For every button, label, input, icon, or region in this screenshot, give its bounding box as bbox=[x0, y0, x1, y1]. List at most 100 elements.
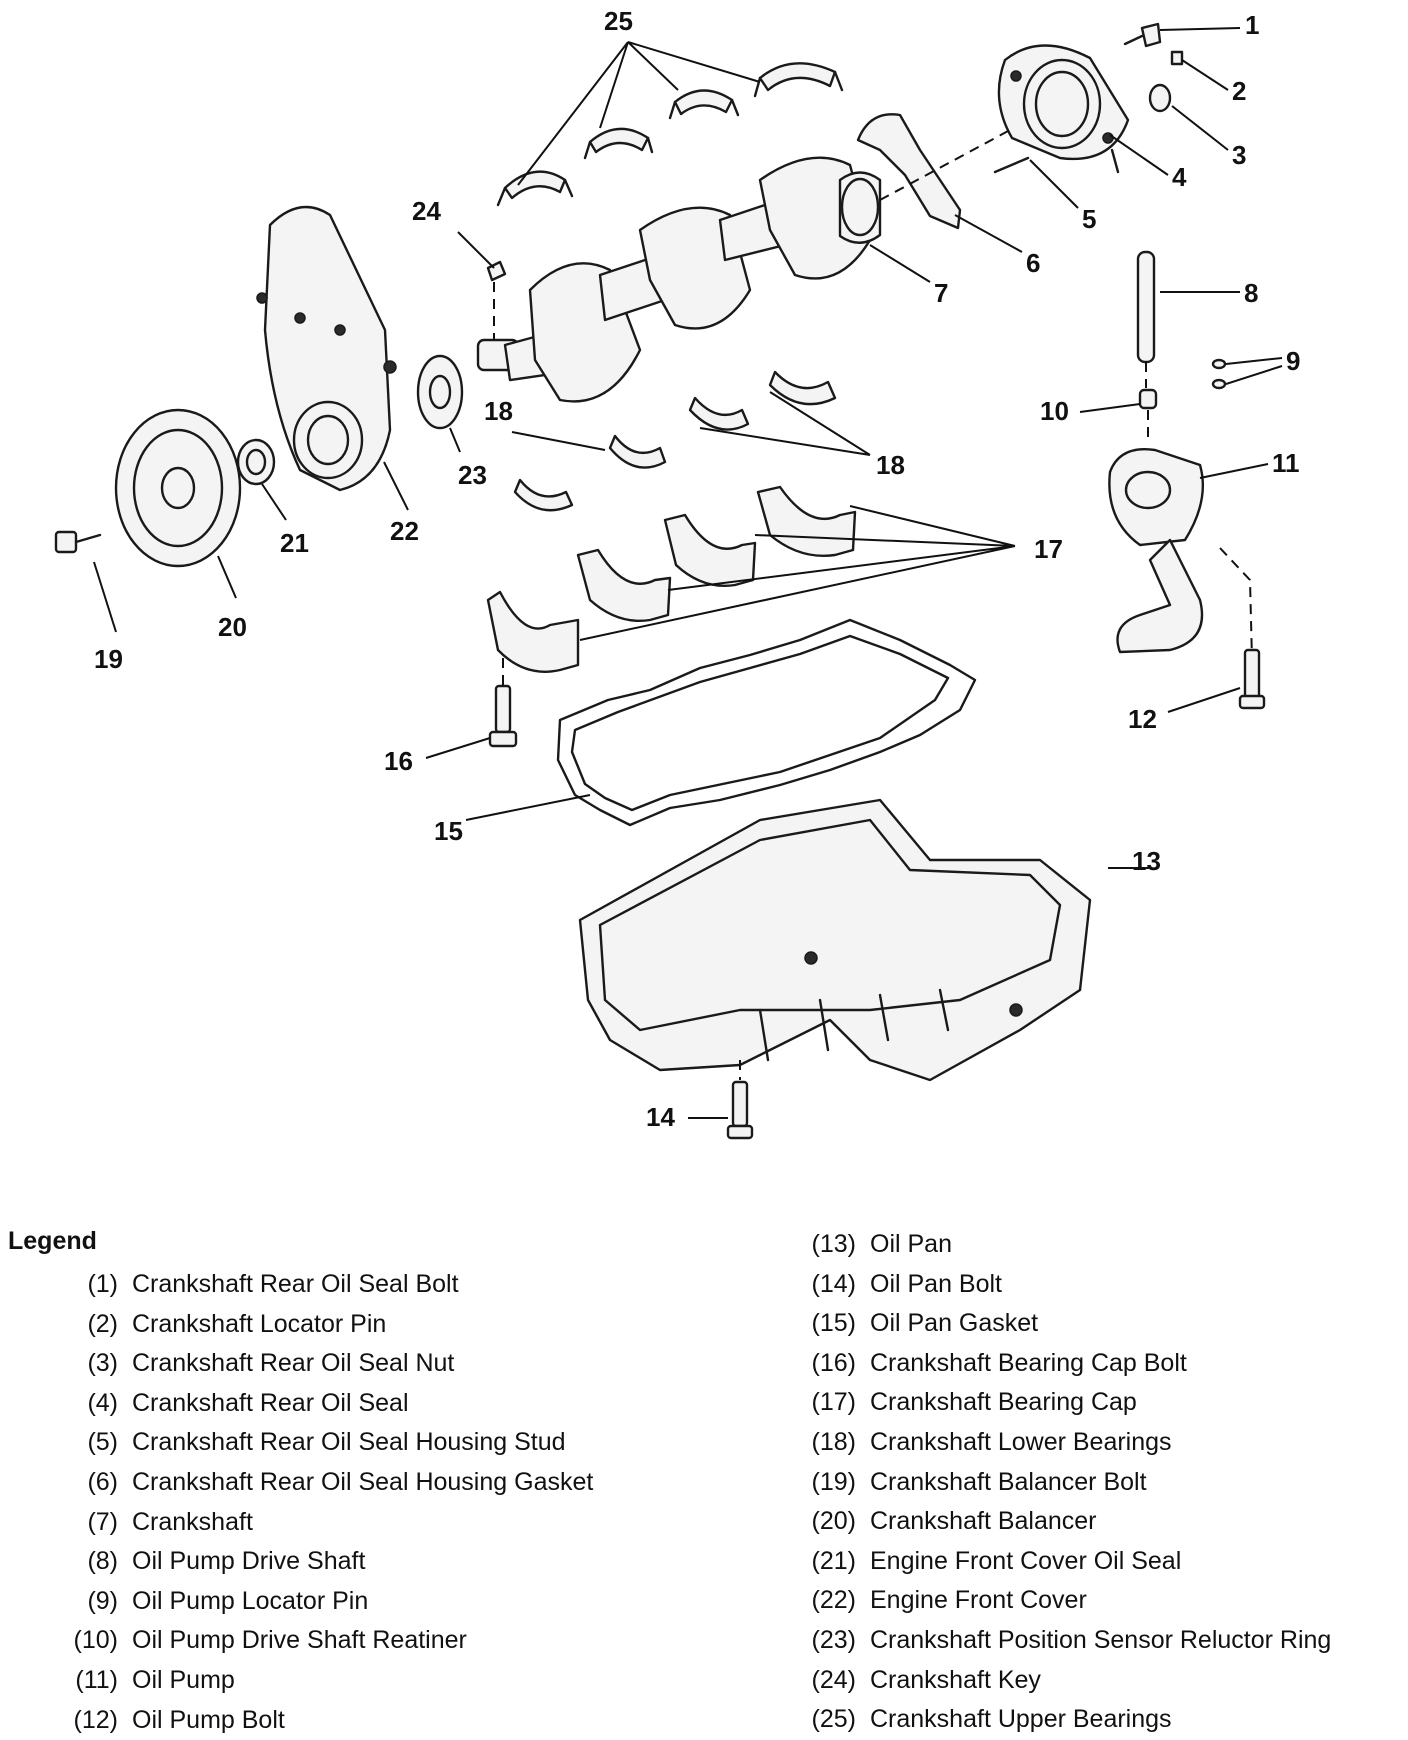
callout-17: 17 bbox=[1034, 534, 1063, 564]
legend-item-number: (3) bbox=[87, 1349, 118, 1378]
oil-pump-bolt bbox=[1238, 648, 1266, 710]
legend-item-number: (5) bbox=[87, 1428, 118, 1457]
callout-25: 25 bbox=[604, 6, 633, 36]
crankshaft-rear-oil-seal bbox=[997, 44, 1130, 174]
callout-numbers: 25 1 2 3 4 5 6 7 8 9 10 11 12 13 14 15 1… bbox=[94, 6, 1300, 1132]
legend-item-label: Crankshaft Key bbox=[870, 1665, 1041, 1694]
legend-item: (18)Crankshaft Lower Bearings bbox=[786, 1423, 1331, 1463]
crankshaft-rear-oil-seal-nut bbox=[1148, 83, 1172, 113]
legend-item-label: Crankshaft Rear Oil Seal Nut bbox=[132, 1349, 455, 1378]
oil-pump-locator-pin bbox=[1211, 358, 1227, 390]
legend-item-number: (16) bbox=[811, 1348, 856, 1377]
legend-item: (2)Crankshaft Locator Pin bbox=[48, 1305, 593, 1345]
legend-item: (14)Oil Pan Bolt bbox=[786, 1265, 1331, 1305]
legend-column-right: (13)Oil Pan (14)Oil Pan Bolt (15)Oil Pan… bbox=[786, 1225, 1332, 1740]
legend-item-label: Oil Pan Bolt bbox=[870, 1269, 1003, 1298]
legend-item: (6)Crankshaft Rear Oil Seal Housing Gask… bbox=[48, 1463, 593, 1503]
engine-front-cover-oil-seal bbox=[236, 438, 276, 486]
legend-item-number: (9) bbox=[87, 1586, 118, 1615]
legend-item: (8)Oil Pump Drive Shaft bbox=[48, 1542, 593, 1582]
callout-10: 10 bbox=[1040, 396, 1069, 426]
crankshaft-balancer bbox=[114, 408, 242, 568]
legend-item: (19)Crankshaft Balancer Bolt bbox=[786, 1463, 1331, 1503]
callout-13: 13 bbox=[1132, 846, 1161, 876]
legend-item-number: (8) bbox=[87, 1547, 118, 1576]
callout-18-right: 18 bbox=[876, 450, 905, 480]
legend-item-label: Crankshaft Rear Oil Seal Housing Gasket bbox=[132, 1467, 594, 1496]
legend-item: (11)Oil Pump bbox=[48, 1661, 593, 1701]
legend-item-number: (24) bbox=[811, 1665, 856, 1694]
legend-item-label: Crankshaft Bearing Cap Bolt bbox=[870, 1348, 1187, 1377]
callout-24: 24 bbox=[412, 196, 441, 226]
callout-20: 20 bbox=[218, 612, 247, 642]
callout-16: 16 bbox=[384, 746, 413, 776]
oil-pan-gasket bbox=[556, 618, 977, 827]
crankshaft-rear-oil-seal-housing-stud bbox=[993, 156, 1030, 174]
legend-item: (17)Crankshaft Bearing Cap bbox=[786, 1383, 1331, 1423]
legend-item: (1)Crankshaft Rear Oil Seal Bolt bbox=[48, 1265, 593, 1305]
callout-5: 5 bbox=[1082, 204, 1096, 234]
legend-item: (3) Crankshaft Rear Oil Seal Nut bbox=[48, 1344, 593, 1384]
callout-22: 22 bbox=[390, 516, 419, 546]
crankshaft-locator-pin bbox=[1170, 50, 1184, 66]
legend-item-number: (7) bbox=[87, 1507, 118, 1536]
callout-4: 4 bbox=[1172, 162, 1187, 192]
legend-item: (9) Oil Pump Locator Pin bbox=[48, 1582, 593, 1622]
legend-item-label: Oil Pan Gasket bbox=[870, 1309, 1039, 1338]
legend-item-label: Crankshaft Position Sensor Reluctor Ring bbox=[870, 1625, 1332, 1654]
legend-item: (23) Crankshaft Position Sensor Reluctor … bbox=[786, 1621, 1332, 1661]
legend-column-left: (1)Crankshaft Rear Oil Seal Bolt (2)Cran… bbox=[48, 1265, 594, 1740]
legend-item-number: (10) bbox=[73, 1626, 118, 1655]
callout-15: 15 bbox=[434, 816, 463, 846]
callout-2: 2 bbox=[1232, 76, 1246, 106]
rear-alignment-line bbox=[879, 129, 1011, 201]
legend-item-label: Engine Front Cover bbox=[870, 1586, 1087, 1615]
callout-21: 21 bbox=[280, 528, 309, 558]
callout-7: 7 bbox=[934, 278, 948, 308]
legend-item: (24) Crankshaft Key bbox=[786, 1661, 1331, 1701]
callout-9: 9 bbox=[1286, 346, 1300, 376]
legend-item-number: (15) bbox=[811, 1309, 856, 1338]
legend: Legend (1)Crankshaft Rear Oil Seal Bolt … bbox=[0, 1215, 1408, 1734]
legend-item-label: Oil Pump bbox=[132, 1665, 235, 1694]
callout-1: 1 bbox=[1245, 10, 1259, 40]
legend-item-label: Crankshaft Bearing Cap bbox=[870, 1388, 1137, 1417]
legend-item-label: Crankshaft Lower Bearings bbox=[870, 1427, 1172, 1456]
legend-item-label: Crankshaft Balancer bbox=[870, 1507, 1097, 1536]
leader-lines bbox=[93, 27, 1283, 1119]
legend-item: (4)Crankshaft Rear Oil Seal bbox=[48, 1384, 593, 1424]
legend-item-number: (23) bbox=[811, 1625, 856, 1654]
crankshaft-upper-bearings bbox=[496, 62, 844, 207]
legend-item-number: (21) bbox=[811, 1546, 856, 1575]
oil-pump-drive-shaft-retainer bbox=[1138, 388, 1158, 410]
legend-item-label: Crankshaft Locator Pin bbox=[132, 1309, 387, 1338]
legend-item: (20) Crankshaft Balancer bbox=[786, 1502, 1331, 1542]
legend-item-number: (19) bbox=[811, 1467, 856, 1496]
callout-11: 11 bbox=[1272, 448, 1300, 478]
legend-item-label: Crankshaft Rear Oil Seal Housing Stud bbox=[132, 1428, 566, 1457]
legend-item-label: Oil Pump Locator Pin bbox=[132, 1586, 369, 1615]
exploded-view-diagram: 25 1 2 3 4 5 6 7 8 9 10 11 12 13 14 15 1… bbox=[54, 6, 1300, 1140]
oil-pump-drive-shaft bbox=[1136, 250, 1156, 388]
legend-item: (16) Crankshaft Bearing Cap Bolt bbox=[786, 1344, 1331, 1384]
legend-item-label: Crankshaft bbox=[132, 1507, 253, 1536]
legend-item: (7) Crankshaft bbox=[48, 1503, 593, 1543]
crankshaft bbox=[476, 156, 882, 403]
legend-item-number: (20) bbox=[811, 1507, 856, 1536]
legend-title: Legend bbox=[8, 1227, 97, 1255]
crankshaft-position-sensor-reluctor-ring bbox=[416, 354, 464, 430]
engine-front-cover bbox=[256, 205, 397, 492]
legend-item-label: Crankshaft Upper Bearings bbox=[870, 1705, 1172, 1734]
callout-6: 6 bbox=[1026, 248, 1040, 278]
oil-pan-bolt bbox=[726, 1060, 754, 1140]
callout-3: 3 bbox=[1232, 140, 1246, 170]
oil-pan bbox=[578, 798, 1092, 1082]
crankshaft-balancer-bolt bbox=[54, 530, 102, 554]
legend-item-number: (25) bbox=[811, 1705, 856, 1734]
legend-item: (10)Oil Pump Drive Shaft Reatiner bbox=[48, 1621, 593, 1661]
legend-item-label: Crankshaft Rear Oil Seal Bolt bbox=[132, 1270, 459, 1298]
callout-19: 19 bbox=[94, 644, 123, 674]
legend-item-number: (4) bbox=[87, 1388, 118, 1417]
crankshaft-bearing-cap bbox=[486, 485, 857, 673]
legend-item-label: Oil Pan bbox=[870, 1230, 952, 1258]
